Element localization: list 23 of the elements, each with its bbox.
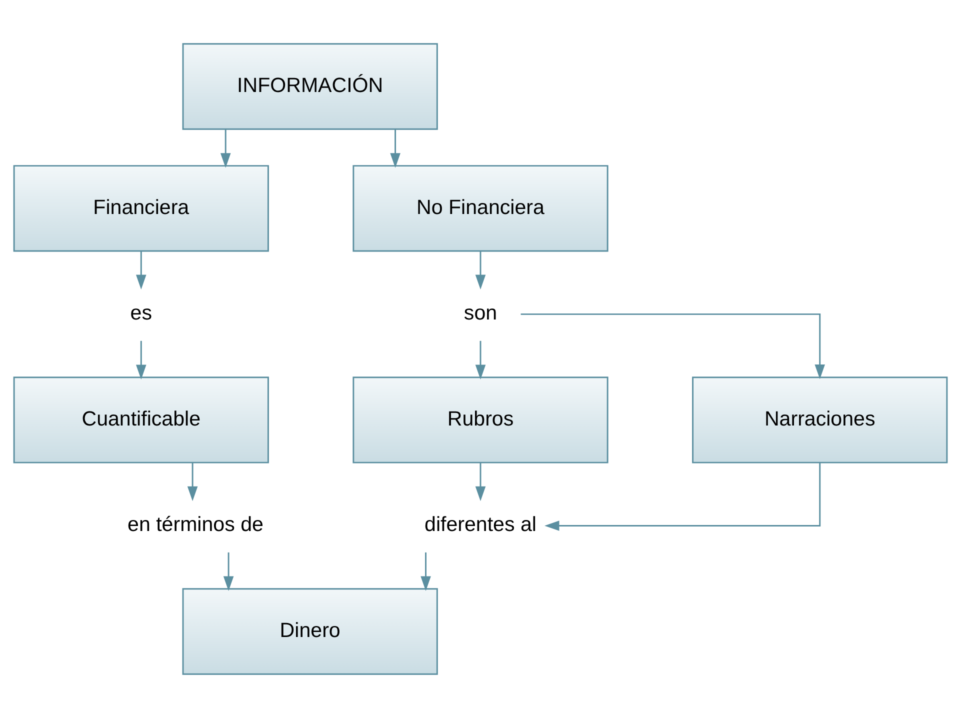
arrow [420, 552, 431, 591]
node-text: en términos de [128, 513, 264, 536]
arrow [544, 463, 821, 531]
arrow [187, 463, 198, 502]
arrow [390, 129, 400, 168]
node-text: diferentes al [424, 513, 536, 536]
arrow [136, 340, 146, 380]
arrow [223, 552, 234, 592]
node-box: Financiera [13, 165, 269, 252]
arrow [475, 463, 486, 502]
node-box: Cuantificable [13, 376, 269, 464]
node-text: es [130, 302, 152, 325]
node-box: Rubros [352, 376, 608, 464]
node-box: Dinero [182, 588, 438, 675]
arrow [136, 251, 146, 290]
node-box: INFORMACIÓN [182, 43, 438, 130]
arrow [220, 129, 231, 168]
node-box: Narraciones [692, 376, 948, 464]
arrow [520, 313, 826, 380]
node-box: No Financiera [352, 165, 608, 252]
arrow [475, 340, 486, 380]
node-text: son [464, 302, 498, 325]
arrow [475, 251, 486, 290]
